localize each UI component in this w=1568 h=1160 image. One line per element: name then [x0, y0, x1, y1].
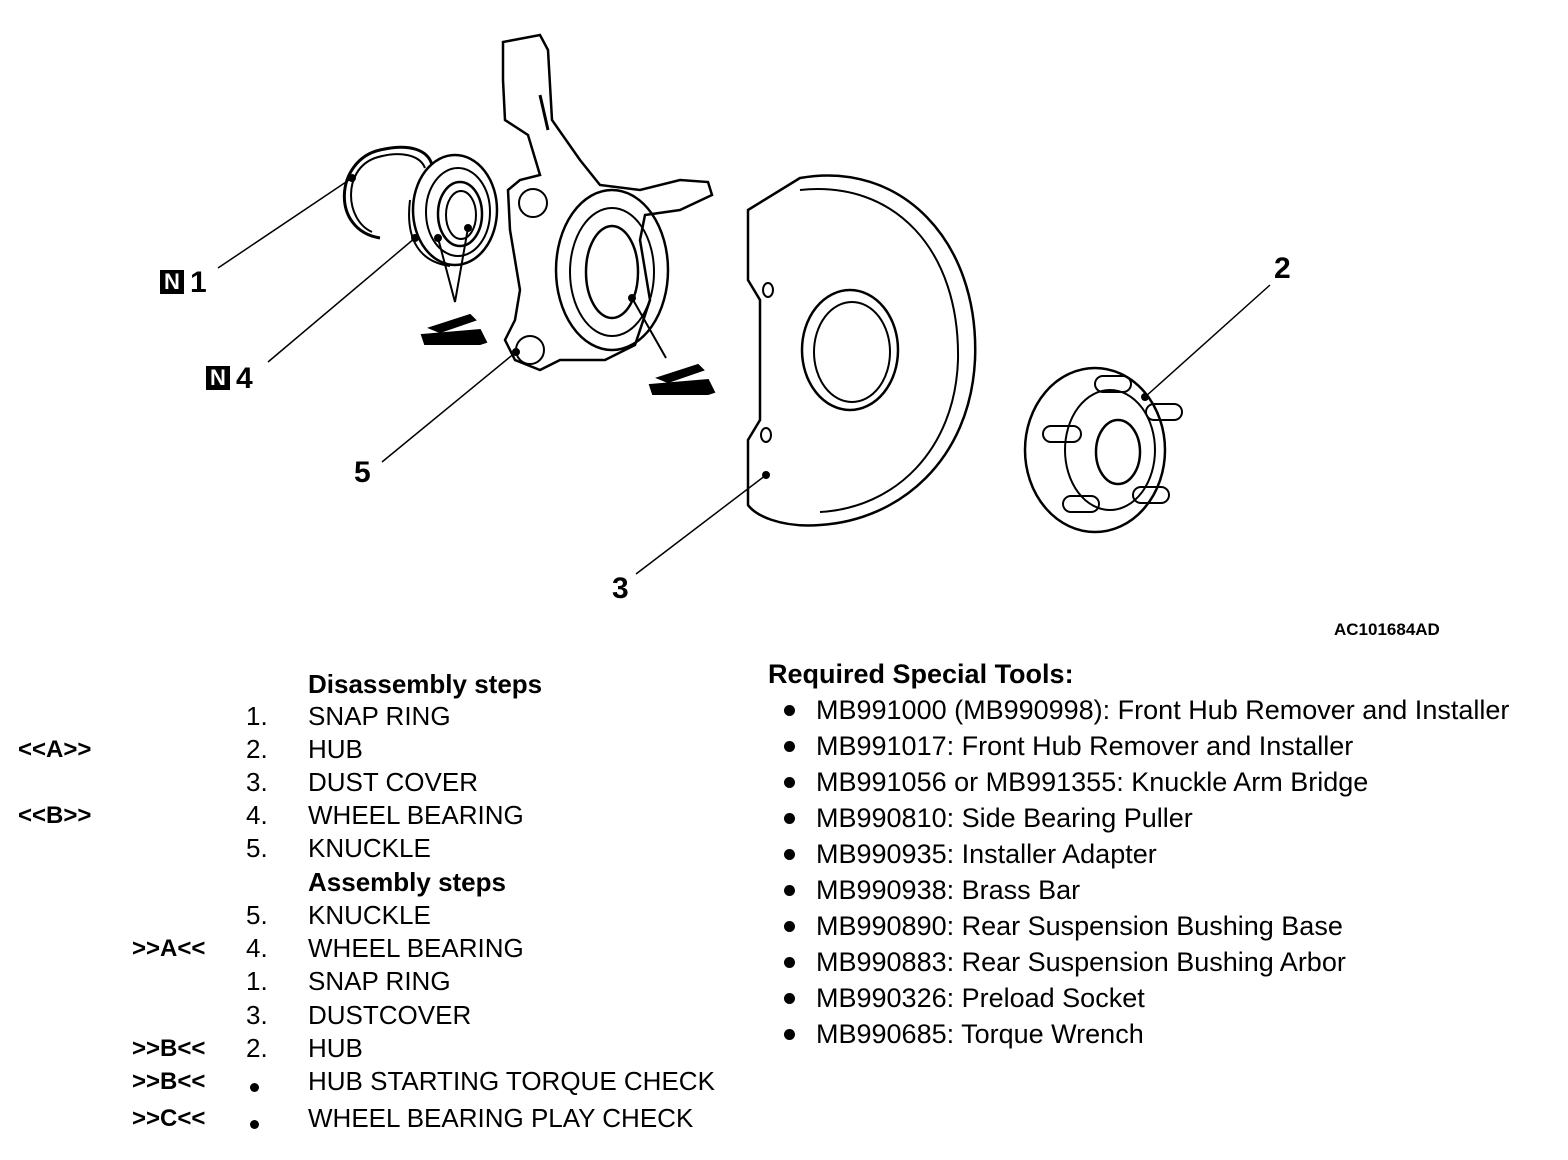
leader-lines: [217, 177, 1271, 575]
tool-item: MB991017: Front Hub Remover and Installe…: [768, 728, 1548, 764]
bullet-icon: [250, 1120, 259, 1129]
tools-title: Required Special Tools:: [768, 659, 1074, 689]
bullet-icon: [784, 1029, 795, 1040]
special-tools: Required Special Tools: MB991000 (MB9909…: [768, 656, 1548, 1052]
callout-3: 3: [612, 572, 629, 605]
tool-item: MB991000 (MB990998): Front Hub Remover a…: [768, 692, 1548, 728]
tool-item: MB990883: Rear Suspension Bushing Arbor: [768, 944, 1548, 980]
bullet-icon: [784, 705, 795, 716]
grease-icon: [420, 313, 488, 345]
wheel-bearing-part: [408, 153, 499, 303]
bullet-icon: [250, 1083, 259, 1092]
bullet-icon: [784, 921, 795, 932]
dust-cover-part: [746, 174, 977, 527]
bullet-icon: [784, 741, 795, 752]
tool-item: MB990890: Rear Suspension Bushing Base: [768, 908, 1548, 944]
tools-list: MB991000 (MB990998): Front Hub Remover a…: [768, 692, 1548, 1052]
tool-item: MB991056 or MB991355: Knuckle Arm Bridge: [768, 764, 1548, 800]
new-part-badge: N: [206, 366, 230, 390]
knuckle-part: [501, 33, 714, 372]
tool-item: MB990935: Installer Adapter: [768, 836, 1548, 872]
bullet-icon: [784, 993, 795, 1004]
bullet-icon: [784, 849, 795, 860]
bullet-icon: [784, 885, 795, 896]
figure-id: AC101684AD: [1334, 620, 1440, 639]
tool-item: MB990326: Preload Socket: [768, 980, 1548, 1016]
new-part-badge: N: [160, 270, 184, 294]
tool-item: MB990938: Brass Bar: [768, 872, 1548, 908]
bullet-icon: [784, 777, 795, 788]
callout-2: 2: [1274, 252, 1291, 285]
tool-item: MB990685: Torque Wrench: [768, 1016, 1548, 1052]
grease-icon: [648, 363, 716, 395]
callout-5: 5: [354, 456, 371, 489]
exploded-view-diagram: [217, 33, 1271, 575]
bullet-icon: [784, 813, 795, 824]
tool-item: MB990810: Side Bearing Puller: [768, 800, 1548, 836]
snap-ring-part: [342, 145, 434, 240]
hub-part: [1023, 366, 1183, 534]
bullet-icon: [784, 957, 795, 968]
